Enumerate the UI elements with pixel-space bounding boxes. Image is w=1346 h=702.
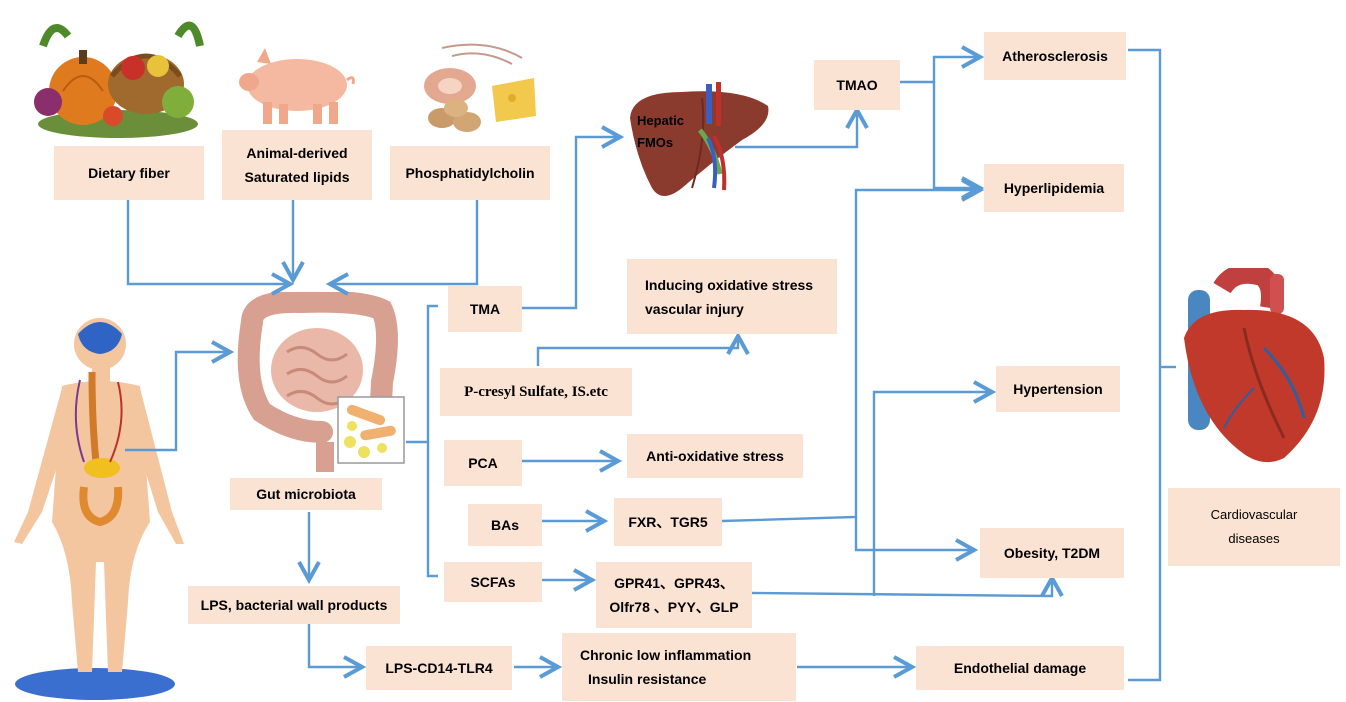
cvd-label-line1: Cardiovascular <box>1211 503 1298 527</box>
fxr-tgr5-label: FXR、TGR5 <box>628 510 707 534</box>
pca-box: PCA <box>444 440 522 486</box>
hyperlipidemia-box: Hyperlipidemia <box>984 164 1124 212</box>
bas-label: BAs <box>491 513 519 537</box>
endothelial-damage-label: Endothelial damage <box>954 656 1086 680</box>
tmao-box: TMAO <box>814 60 900 110</box>
dietary-fiber-label: Dietary fiber <box>88 161 170 185</box>
tmao-label: TMAO <box>836 73 877 97</box>
fxr-tgr5-box: FXR、TGR5 <box>614 498 722 546</box>
pcresyl-box: P-cresyl Sulfate, IS.etc <box>440 368 632 416</box>
lps-box: LPS, bacterial wall products <box>188 586 400 624</box>
lps-cd14-tlr4-box: LPS-CD14-TLR4 <box>366 646 512 690</box>
bas-box: BAs <box>468 504 542 546</box>
obesity-t2dm-box: Obesity, T2DM <box>980 528 1124 578</box>
tma-box: TMA <box>448 286 522 332</box>
atherosclerosis-box: Atherosclerosis <box>984 32 1126 80</box>
hyperlipidemia-label: Hyperlipidemia <box>1004 176 1104 200</box>
gut-microbiota-label: Gut microbiota <box>256 482 356 506</box>
oxidative-stress-label-line1: Inducing oxidative stress <box>645 273 813 297</box>
dietary-fiber-box: Dietary fiber <box>54 146 204 200</box>
hepatic-fmos-label: Hepatic FMOs <box>637 110 684 154</box>
cvd-label-line2: diseases <box>1228 527 1279 551</box>
animal-lipids-label-line1: Animal-derived <box>246 141 347 165</box>
gpr-box: GPR41、GPR43、 Olfr78 、PYY、GLP <box>596 562 752 628</box>
obesity-t2dm-label: Obesity, T2DM <box>1004 541 1100 565</box>
anti-oxidative-label: Anti-oxidative stress <box>646 444 784 468</box>
gpr-label-line1: GPR41、GPR43、 <box>614 571 734 595</box>
scfas-label: SCFAs <box>470 570 515 594</box>
hypertension-box: Hypertension <box>996 366 1120 412</box>
oxidative-stress-label-line2: vascular injury <box>645 297 744 321</box>
anti-oxidative-box: Anti-oxidative stress <box>627 434 803 478</box>
lps-label: LPS, bacterial wall products <box>201 593 388 617</box>
hypertension-label: Hypertension <box>1013 377 1102 401</box>
lps-cd14-tlr4-label: LPS-CD14-TLR4 <box>385 656 492 680</box>
gpr-label-line2: Olfr78 、PYY、GLP <box>609 595 738 619</box>
tma-label: TMA <box>470 297 500 321</box>
gut-microbiota-box: Gut microbiota <box>230 478 382 510</box>
animal-lipids-label-line2: Saturated lipids <box>244 165 349 189</box>
fmos-label: FMOs <box>637 132 684 154</box>
endothelial-damage-box: Endothelial damage <box>916 646 1124 690</box>
inflammation-label-line1: Chronic low inflammation <box>580 643 751 667</box>
pcresyl-main: P-cresyl Sulfate, <box>464 384 572 400</box>
pca-label: PCA <box>468 451 498 475</box>
cardiovascular-diseases-box: Cardiovascular diseases <box>1168 488 1340 566</box>
scfas-box: SCFAs <box>444 562 542 602</box>
pcresyl-label: P-cresyl Sulfate, IS.etc <box>464 380 608 404</box>
hepatic-label: Hepatic <box>637 110 684 132</box>
phosphatidylcholin-box: Phosphatidylcholin <box>390 146 550 200</box>
oxidative-stress-box: Inducing oxidative stress vascular injur… <box>627 259 837 334</box>
inflammation-label-line2: Insulin resistance <box>580 667 706 691</box>
animal-lipids-box: Animal-derived Saturated lipids <box>222 130 372 200</box>
phosphatidylcholin-label: Phosphatidylcholin <box>405 161 534 185</box>
pcresyl-tail: IS.etc <box>572 384 608 400</box>
inflammation-box: Chronic low inflammation Insulin resista… <box>562 633 796 701</box>
atherosclerosis-label: Atherosclerosis <box>1002 44 1108 68</box>
